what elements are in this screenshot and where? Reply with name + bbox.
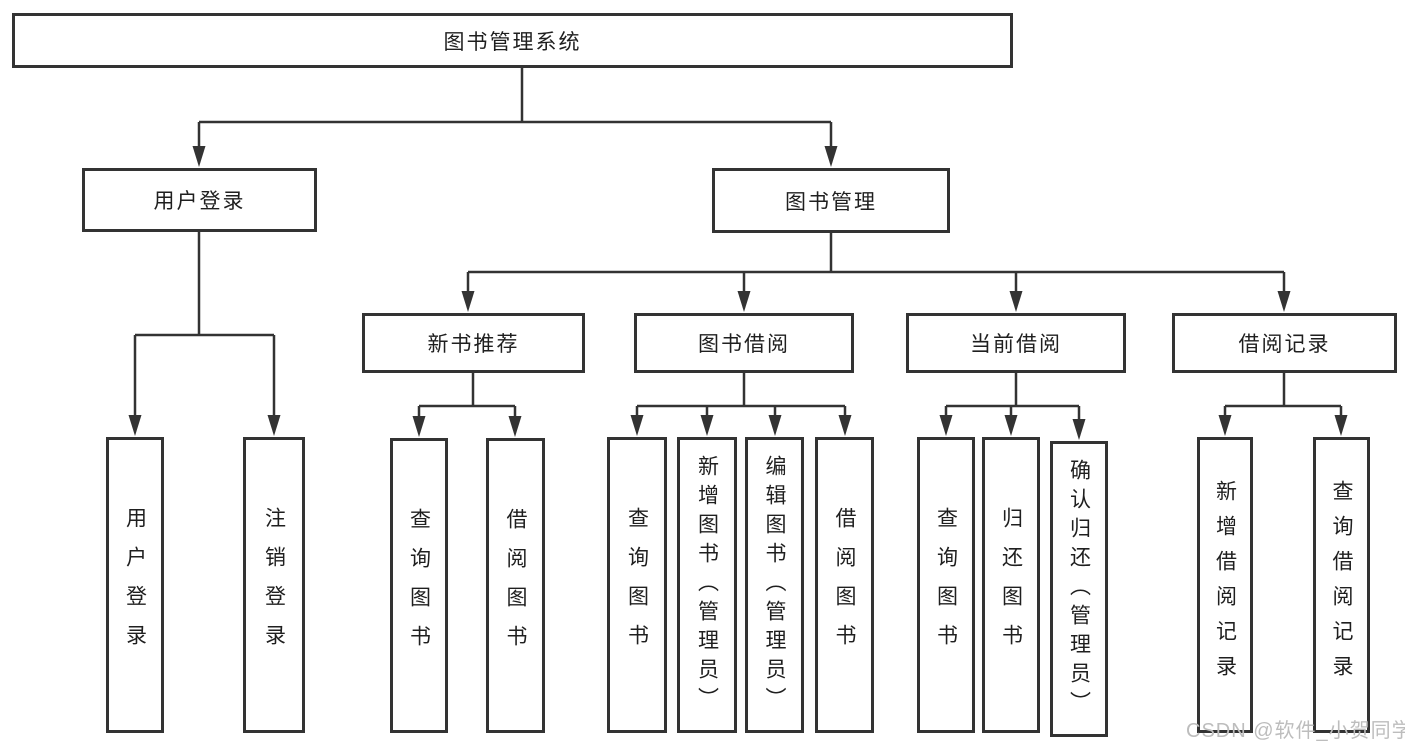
node-label: 图书管理系统: [443, 30, 582, 54]
node-library-system: 图书管理系统: [12, 13, 1013, 68]
node-label: 图书管理: [785, 190, 877, 214]
node-label: 借阅图书: [833, 507, 856, 663]
leaf-return-book: 归还图书: [982, 437, 1040, 733]
node-label: 查询借阅记录: [1330, 480, 1353, 690]
node-label: 借阅记录: [1238, 333, 1331, 356]
leaf-confirm-return-admin: 确认归还（管理员）: [1050, 441, 1108, 737]
node-book-management: 图书管理: [712, 168, 950, 233]
node-label: 新书推荐: [427, 333, 520, 356]
node-label: 查询图书: [407, 507, 431, 664]
node-current-borrow: 当前借阅: [906, 313, 1126, 373]
leaf-query-books-2: 查询图书: [607, 437, 667, 733]
leaf-borrow-books-2: 借阅图书: [815, 437, 874, 733]
csdn-watermark: CSDN @软件_小贺同学: [1186, 720, 1405, 742]
node-label: 图书借阅: [698, 333, 790, 356]
leaf-add-book-admin: 新增图书（管理员）: [677, 437, 737, 733]
node-label: 编辑图书（管理员）: [763, 454, 786, 716]
leaf-edit-book-admin: 编辑图书（管理员）: [745, 437, 804, 733]
node-label: 当前借阅: [970, 333, 1062, 356]
node-label: 新增图书（管理员）: [695, 454, 719, 716]
node-label: 查询图书: [934, 507, 958, 663]
node-user-login: 用户登录: [82, 168, 317, 232]
node-label: 确认归还（管理员）: [1067, 458, 1091, 720]
leaf-add-borrow-record: 新增借阅记录: [1197, 437, 1253, 733]
node-label: 借阅图书: [504, 507, 527, 664]
connector-paths: [133, 68, 1343, 424]
node-label: 用户登录: [153, 190, 246, 213]
node-label: 查询图书: [625, 507, 649, 663]
leaf-query-books-1: 查询图书: [390, 438, 448, 733]
leaf-query-borrow-record: 查询借阅记录: [1313, 437, 1370, 733]
node-borrow-records: 借阅记录: [1172, 313, 1397, 373]
leaf-borrow-books-1: 借阅图书: [486, 438, 545, 733]
leaf-user-login: 用户登录: [106, 437, 164, 733]
node-label: 归还图书: [999, 507, 1023, 663]
leaf-query-books-3: 查询图书: [917, 437, 975, 733]
arrowheads: [128, 146, 1348, 440]
node-label: 新增借阅记录: [1213, 480, 1237, 690]
leaf-logout: 注销登录: [243, 437, 305, 733]
node-label: 注销登录: [262, 507, 286, 663]
node-book-borrow: 图书借阅: [634, 313, 854, 373]
node-label: 用户登录: [123, 507, 147, 663]
node-new-book-recommend: 新书推荐: [362, 313, 585, 373]
